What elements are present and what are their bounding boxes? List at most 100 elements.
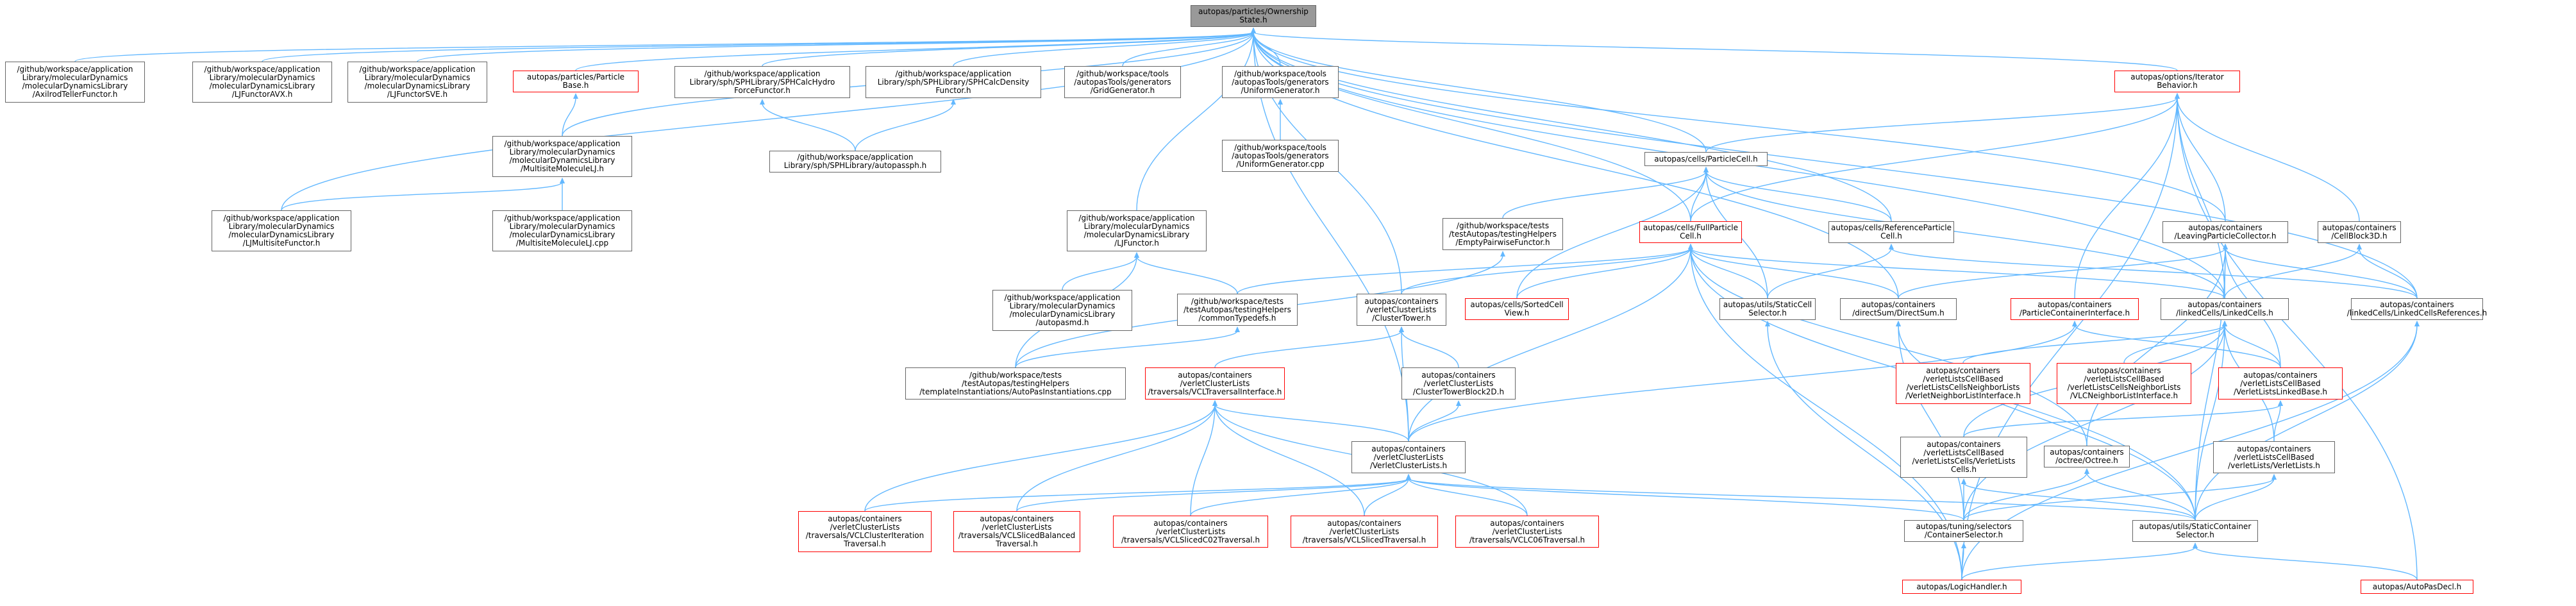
node-label-line: /traversals/VCLC06Traversal.h: [1469, 535, 1585, 544]
edge-n47-n48: [1961, 546, 2196, 580]
node-label-line: /traversals/VCLSlicedC02Traversal.h: [1121, 535, 1260, 544]
node-label-line: Library/molecularDynamics: [509, 147, 615, 156]
node-label-line: /traversals/VCLTraversalInterface.h: [1148, 387, 1282, 396]
node-particle-cell[interactable]: autopas/cells/ParticleCell.h: [1644, 152, 1768, 166]
node-direct-sum[interactable]: autopas/containers/directSum/DirectSum.h: [1840, 298, 1957, 320]
node-label-line: /verletClusterLists: [1373, 452, 1444, 462]
edge-n9-n29: [2177, 97, 2225, 299]
node-label-line: Traversal.h: [996, 539, 1038, 548]
node-vcl-sliced-traversal[interactable]: autopas/containers/verletClusterLists/tr…: [1291, 516, 1438, 548]
edge-n20-n27: [1898, 248, 2226, 299]
node-label-line: /verletListsCells/VerletLists: [1912, 457, 2016, 466]
node-label-line: /github/workspace/tests: [1456, 221, 1550, 230]
edge-n0-n9: [1253, 31, 2178, 71]
edge-n39-n46: [1963, 472, 2087, 521]
edge-n9-n28: [2074, 97, 2178, 299]
edge-n17-n23: [1136, 256, 1238, 294]
edge-n0-n37: [1253, 31, 1409, 442]
node-label-line: /ClusterTowerBlock2D.h: [1412, 387, 1505, 396]
node-empty-pairwise-functor[interactable]: /github/workspace/tests/testAutopas/test…: [1443, 218, 1563, 250]
node-label-line: Cell.h: [1880, 231, 1902, 240]
node-logic-handler[interactable]: autopas/LogicHandler.h: [1902, 580, 2021, 594]
edge-arrowhead: [2357, 244, 2362, 249]
node-label-line: /molecularDynamicsLibrary: [1009, 310, 1116, 319]
node-label-line: Library/molecularDynamics: [364, 73, 471, 82]
edge-arrowhead: [2193, 543, 2198, 548]
node-particle-container-interface[interactable]: autopas/containers/ParticleContainerInte…: [2011, 298, 2139, 320]
node-uniform-generator-h[interactable]: /github/workspace/tools/autopasTools/gen…: [1222, 66, 1339, 98]
edge-n10-n14: [281, 181, 563, 211]
node-vcl-sliced-c02-traversal[interactable]: autopas/containers/verletClusterLists/tr…: [1113, 516, 1268, 548]
node-label-line: autopas/containers: [1926, 366, 2000, 375]
node-verlet-lists-linked-base[interactable]: autopas/containers/verletListsCellBased/…: [2218, 367, 2343, 400]
node-label-line: Cells.h: [1950, 465, 1977, 474]
node-verlet-neighbor-list-interface[interactable]: autopas/containers/verletListsCellBased /…: [1896, 363, 2030, 404]
node-uniform-generator-cpp[interactable]: /github/workspace/tools/autopasTools/gen…: [1222, 140, 1339, 172]
edge-n30-n47: [2195, 324, 2418, 521]
edge-arrowhead: [2084, 468, 2089, 474]
edge-n37-n46: [1408, 478, 1964, 521]
node-label-line: /VerletNeighborListInterface.h: [1905, 391, 2021, 400]
node-cluster-tower[interactable]: autopas/containers/verletClusterLists/Cl…: [1357, 294, 1446, 326]
node-grid-generator[interactable]: /github/workspace/tools/autopasTools/gen…: [1064, 66, 1181, 98]
edge-n29-n46: [1963, 324, 2225, 521]
node-label-line: autopas/cells/SortedCell: [1470, 300, 1564, 309]
node-leaving-particle-collector[interactable]: autopas/containers/LeavingParticleCollec…: [2162, 221, 2288, 243]
node-verlet-lists-cells[interactable]: autopas/containers/verletListsCellBased/…: [1900, 437, 2027, 478]
node-label-line: Library/sph/SPHLibrary/SPHCalcDensity: [877, 77, 1030, 87]
node-verlet-cluster-lists[interactable]: autopas/containers/verletClusterLists/Ve…: [1351, 441, 1466, 473]
node-label-line: autopas/containers: [2380, 300, 2454, 309]
node-label-line: /CellBlock3D.h: [2331, 231, 2388, 240]
edge-n13-n16: [1502, 171, 1707, 219]
node-octree[interactable]: autopas/containers/octree/Octree.h: [2044, 446, 2130, 467]
node-cell-block-3d[interactable]: autopas/containers/CellBlock3D.h: [2318, 221, 2401, 243]
edge-arrowhead: [1251, 28, 1256, 33]
edge-arrowhead: [1703, 167, 1709, 173]
edge-n39-n47: [2086, 472, 2196, 521]
edge-arrowhead: [1134, 252, 1139, 258]
node-label-line: /verletClusterLists: [1180, 378, 1250, 388]
node-label-line: /github/workspace/tests: [969, 370, 1062, 380]
node-autopas-decl[interactable]: autopas/AutoPasDecl.h: [2361, 580, 2473, 594]
node-label-line: autopas/utils/StaticContainer: [2139, 522, 2252, 531]
node-vcl-traversal-interface[interactable]: autopas/containers/verletClusterLists/tr…: [1145, 367, 1285, 400]
node-linked-cells-references[interactable]: autopas/containers/linkedCells/LinkedCel…: [2347, 298, 2487, 320]
node-vcl-sliced-balanced-traversal[interactable]: autopas/containers/verletClusterLists/tr…: [953, 511, 1080, 552]
node-label-line: /AxilrodTellerFunctor.h: [32, 90, 118, 99]
node-label-line: /github/workspace/tools: [1076, 69, 1169, 78]
node-vlc-neighbor-list-interface[interactable]: autopas/containers/verletListsCellBased/…: [2057, 363, 2191, 404]
node-container-selector[interactable]: autopas/tuning/selectors/ContainerSelect…: [1904, 520, 2023, 542]
node-label-line: /traversals/VCLClusterIteration: [805, 531, 924, 540]
node-vcl-c06-traversal[interactable]: autopas/containers/verletClusterLists/tr…: [1455, 516, 1599, 548]
node-linked-cells[interactable]: autopas/containers/linkedCells/LinkedCel…: [2161, 298, 2289, 320]
node-label-line: /LJMultisiteFunctor.h: [242, 239, 321, 248]
node-autopas-instantiations[interactable]: /github/workspace/tests/testAutopas/test…: [905, 367, 1126, 400]
node-label-line: autopas/containers: [1861, 300, 1936, 309]
node-common-typedefs[interactable]: /github/workspace/tests/testAutopas/test…: [1177, 294, 1298, 326]
edge-n17-n22: [1062, 256, 1137, 290]
node-cluster-tower-block-2d[interactable]: autopas/containers/verletClusterLists/Cl…: [1401, 367, 1516, 400]
node-label-line: /verletListsCellBased: [1923, 375, 2003, 383]
node-vcl-cluster-iteration-traversal[interactable]: autopas/containers/verletClusterLists/tr…: [798, 511, 932, 552]
node-verlet-lists[interactable]: autopas/containers/verletListsCellBased/…: [2213, 441, 2335, 473]
node-label-line: autopas/containers: [2087, 366, 2161, 375]
node-label-line: /MultisiteMoleculeLJ.h: [520, 164, 605, 173]
